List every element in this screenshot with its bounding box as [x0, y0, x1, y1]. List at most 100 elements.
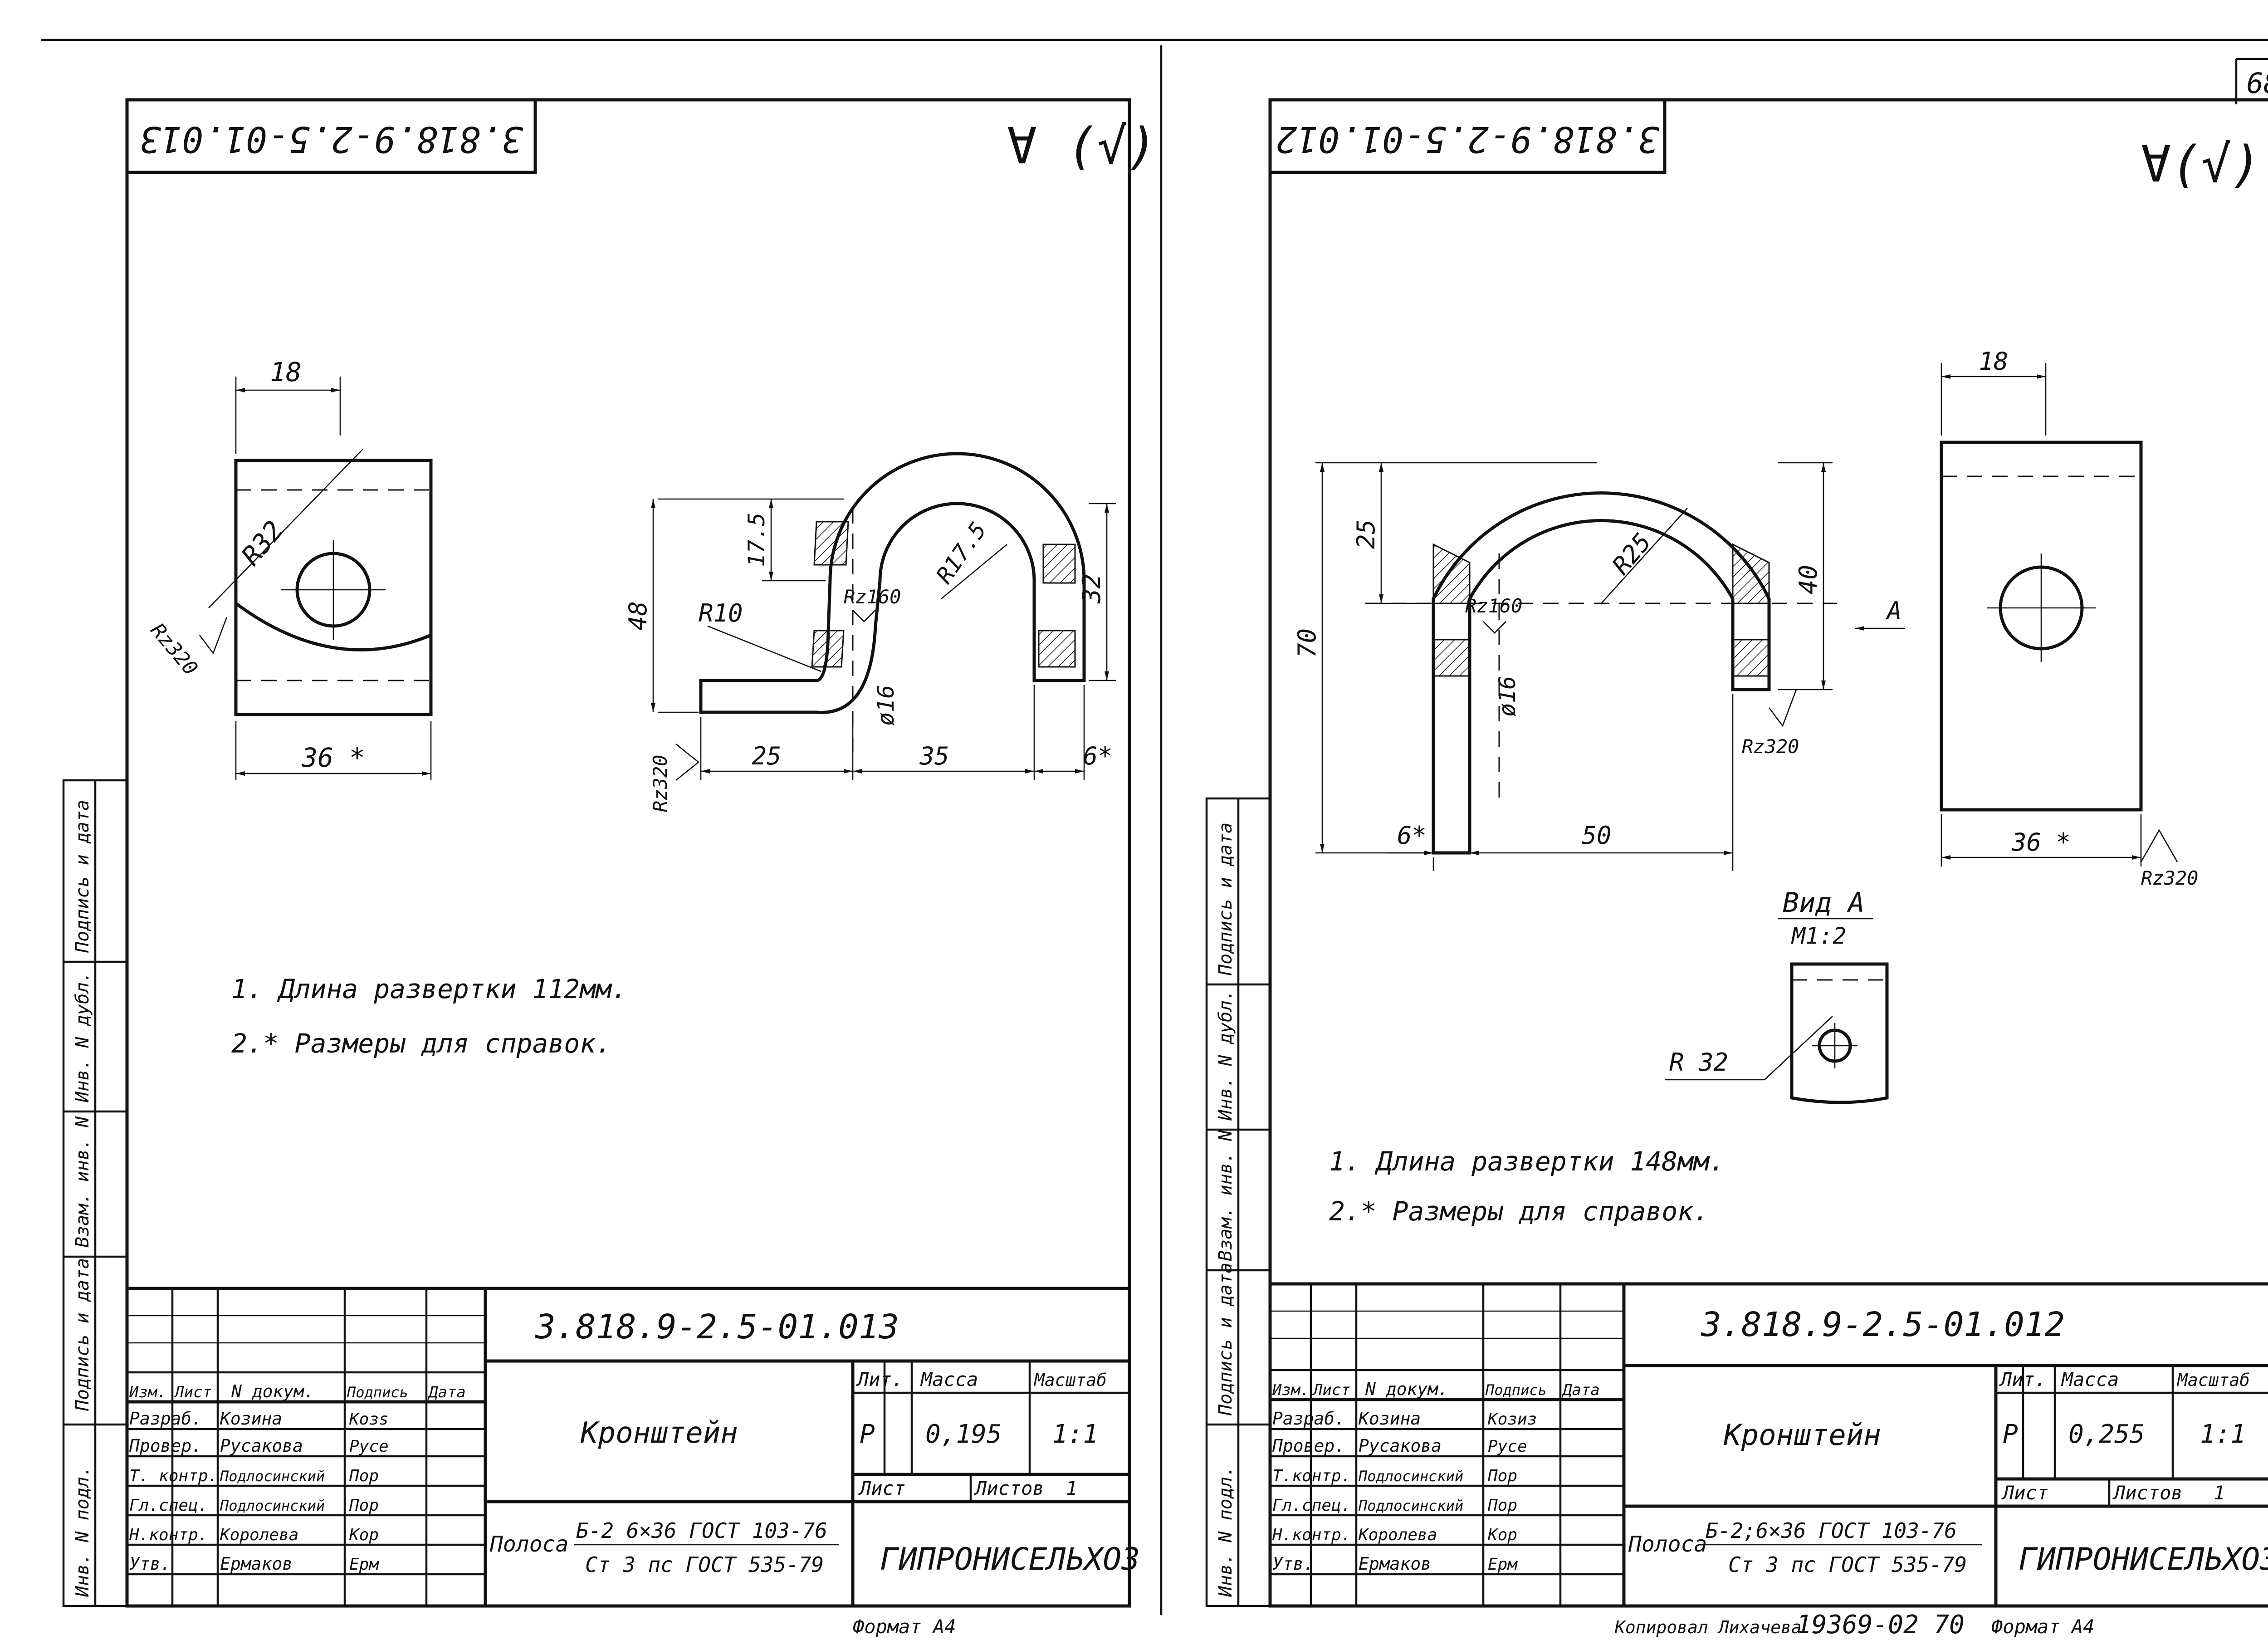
left-col-izm: Изм. — [129, 1383, 166, 1401]
left-dim-17-5: 17.5 — [743, 513, 770, 567]
right-view-arrow-a: А — [1886, 597, 1902, 625]
right-top-doc-code: 3.818.9-2.5-01.012 — [1276, 118, 1659, 159]
right-sig-3: Пор — [1487, 1467, 1517, 1485]
left-dim-35: 35 — [919, 742, 949, 770]
left-material-prefix: Полоса — [489, 1532, 568, 1557]
right-material-top: Б-2;6×36 ГОСТ 103-76 — [1706, 1518, 1957, 1543]
left-sig-3: Пор — [349, 1467, 379, 1485]
right-dim-18: 18 — [1979, 347, 2008, 376]
right-dia-16: ø16 — [1494, 676, 1520, 717]
left-mass-value: 0,195 — [925, 1420, 1002, 1449]
left-bracket-view: 48 17.5 R10 Rz160 R17.5 32 ø16 Rz320 — [624, 452, 1116, 812]
right-rz160: Rz160 — [1465, 595, 1522, 617]
right-role-4: Гл.спец. — [1272, 1496, 1351, 1515]
right-sig-2: Русе — [1488, 1437, 1527, 1456]
right-dim-6: 6* — [1397, 821, 1427, 850]
right-name-6: Ермаков — [1359, 1554, 1431, 1574]
page-number-box: 68 — [2235, 58, 2268, 104]
right-name-2: Русакова — [1359, 1436, 1442, 1456]
left-note-2: 2.* Размеры для справок. — [231, 1028, 611, 1059]
left-name-6: Ермаков — [220, 1554, 293, 1574]
right-roughness-symbol: ∀(√) — [2141, 135, 2261, 193]
right-view-a-scale: М1:2 — [1791, 923, 1846, 949]
right-sig-6: Ерм — [1488, 1555, 1518, 1574]
left-sig-4: Пор — [349, 1496, 379, 1515]
left-name-4: Подлосинский — [220, 1497, 325, 1514]
right-sig-4: Пор — [1487, 1496, 1517, 1515]
left-top-doc-code: 3.818.9-2.5-01.013 — [139, 118, 523, 159]
left-role-6: Утв. — [129, 1554, 171, 1574]
right-title-block: Изм. Лист N докум. Подпись Дата Разраб. … — [1270, 1282, 2268, 1640]
right-sig-5: Кор — [1487, 1526, 1517, 1544]
right-role-1: Разраб. — [1272, 1409, 1345, 1429]
right-archive-no: 19369-02 70 — [1796, 1610, 1965, 1640]
left-sheets-label: Листов — [974, 1477, 1044, 1499]
left-side-label-4: Инв. N дубл. — [72, 971, 93, 1103]
right-col-data: Дата — [1561, 1381, 1600, 1399]
right-sheet-label: Лист — [2001, 1482, 2048, 1504]
left-title-block: Изм. Лист N докум. Подпись Дата Разраб. … — [127, 1287, 1140, 1638]
right-scale-value: 1:1 — [2200, 1420, 2246, 1449]
right-name-5: Королева — [1358, 1526, 1437, 1544]
right-view-a: Вид А М1:2 R 32 — [1665, 887, 1889, 1104]
right-col-podpis: Подпись — [1485, 1381, 1547, 1399]
left-side-label-5: Подпись и дата — [72, 800, 93, 953]
right-bracket-rz320: Rz320 — [1742, 735, 1799, 758]
right-sheet: 3.818.9-2.5-01.012 ∀(√) Инв. N подл. Под… — [1205, 98, 2268, 1640]
left-name-2: Русакова — [220, 1436, 303, 1456]
left-radius-r10: R10 — [699, 599, 743, 627]
left-radius-r32: R32 — [235, 515, 289, 571]
right-material-prefix: Полоса — [1628, 1532, 1707, 1557]
right-side-label-4: Инв. N дубл. — [1215, 989, 1236, 1121]
left-material-bottom: Ст 3 пс ГОСТ 535-79 — [585, 1552, 824, 1577]
right-col-ndokum: N докум. — [1365, 1379, 1448, 1399]
right-dim-50: 50 — [1582, 821, 1611, 850]
left-dim-48: 48 — [624, 601, 652, 631]
right-org: ГИПРОНИСЕЛЬХОЗ — [2019, 1542, 2268, 1577]
left-format: Формат А4 — [853, 1616, 956, 1638]
right-side-label-3: Взам. инв. N — [1215, 1130, 1236, 1261]
left-sheet-label: Лист — [858, 1477, 905, 1499]
left-sig-5: Кор — [349, 1526, 379, 1544]
left-role-4: Гл.спец. — [129, 1496, 208, 1515]
right-mass-header: Масса — [2061, 1368, 2119, 1390]
right-part-name: Кронштейн — [1723, 1419, 1881, 1452]
right-col-izm: Изм. — [1272, 1381, 1310, 1399]
right-role-2: Провер. — [1272, 1436, 1345, 1456]
left-col-podpis: Подпись — [347, 1384, 408, 1401]
right-side-rz320: Rz320 — [2141, 867, 2198, 889]
left-dim-25: 25 — [752, 742, 781, 770]
left-plate-view: 18 R32 Rz320 36 * — [146, 357, 433, 780]
left-sig-2: Русе — [349, 1437, 389, 1456]
left-lit-value: Р — [860, 1420, 875, 1449]
left-role-1: Разраб. — [129, 1409, 202, 1429]
left-top-code-box — [125, 98, 537, 174]
right-sheets-count: 1 — [2214, 1482, 2225, 1504]
left-sig-6: Ерм — [349, 1555, 379, 1574]
right-lit-header: Лит. — [1999, 1368, 2046, 1390]
left-name-5: Королева — [220, 1526, 298, 1544]
left-name-1: Козина — [220, 1409, 282, 1429]
right-side-label-1: Инв. N подл. — [1215, 1466, 1236, 1597]
right-name-3: Подлосинский — [1358, 1468, 1463, 1485]
right-radius-r25: R25 — [1607, 528, 1657, 580]
right-material-bottom: Ст 3 пс ГОСТ 535-79 — [1728, 1552, 1967, 1577]
left-sheets-count: 1 — [1066, 1477, 1077, 1499]
left-col-list: Лист — [173, 1383, 212, 1401]
right-dim-25: 25 — [1352, 519, 1380, 549]
right-top-code-box — [1268, 98, 1667, 174]
left-role-5: Н.контр. — [129, 1526, 208, 1544]
left-material-top: Б-2 6×36 ГОСТ 103-76 — [576, 1518, 827, 1543]
left-side-label-1: Инв. N подл. — [72, 1466, 93, 1597]
left-bracket-rz320: Rz320 — [649, 755, 671, 812]
right-view-a-title: Вид А — [1783, 887, 1865, 919]
right-bracket-view: 70 25 R25 Rz160 ø16 40 Rz320 А — [1293, 462, 1905, 871]
right-side-label-5: Подпись и дата — [1215, 822, 1236, 976]
left-sheet: 3.818.9-2.5-01.013 ∀ (√) Инв. N подл. По… — [62, 98, 1157, 1638]
right-role-3: Т.контр. — [1272, 1467, 1351, 1485]
left-side-label-3: Взам. инв. N — [72, 1116, 93, 1248]
left-col-ndokum: N докум. — [231, 1381, 314, 1401]
right-name-1: Козина — [1358, 1409, 1421, 1429]
left-mass-header: Масса — [920, 1368, 978, 1390]
